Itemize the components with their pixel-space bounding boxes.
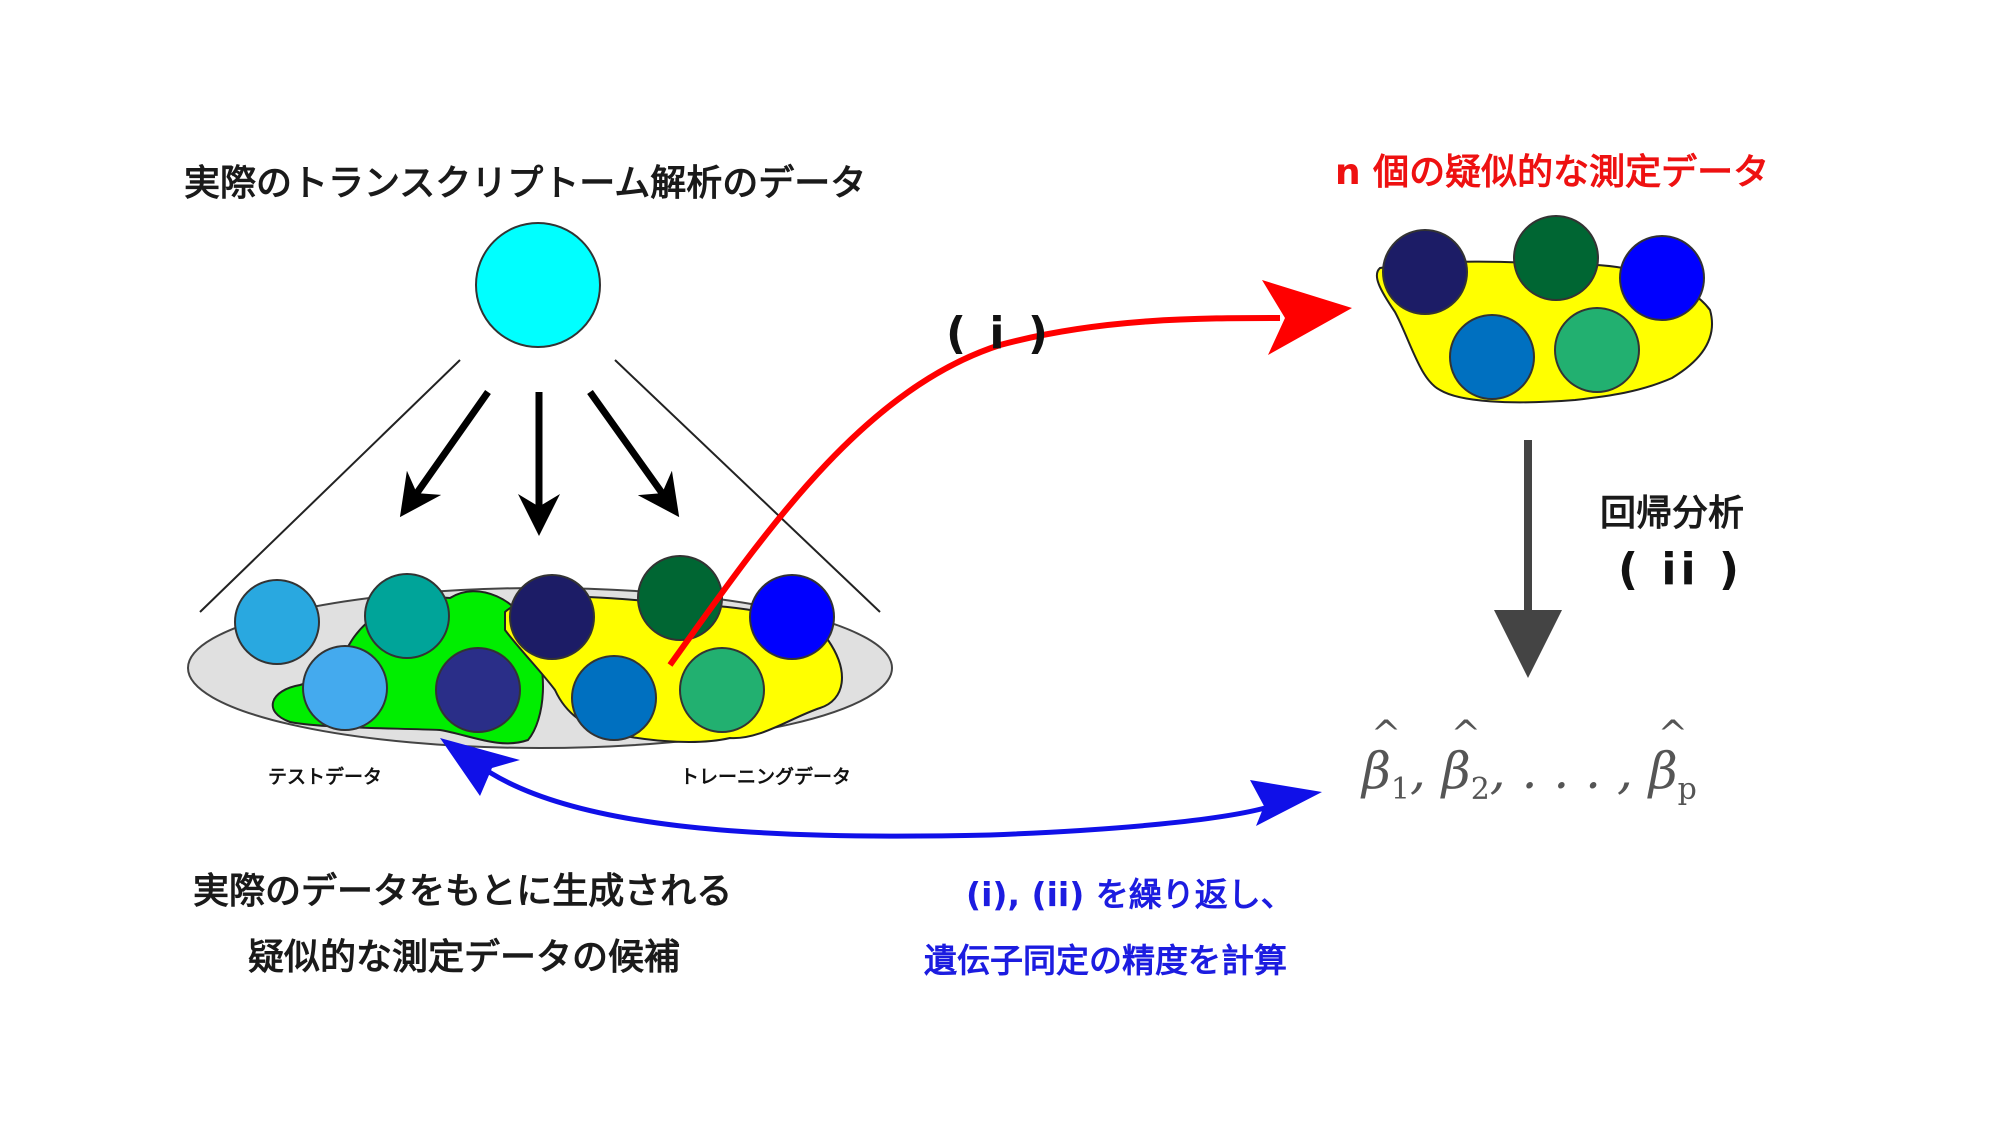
source-data-circle — [475, 222, 601, 348]
step-i-label: ( i ) — [946, 308, 1052, 359]
step-ii-label: ( ii ) — [1618, 544, 1744, 595]
regression-label: 回帰分析 — [1600, 493, 1745, 534]
repeat-caption-line1: (i), (ii) を繰り返し、 — [966, 875, 1294, 914]
repeat-caption-line2: 遺伝子同定の精度を計算 — [924, 941, 1287, 980]
pseudo-ball-darkgreen — [1513, 215, 1599, 301]
training-data-label: トレーニングデータ — [680, 766, 852, 788]
regression-arrow — [1494, 440, 1562, 678]
candidate-caption-line2: 疑似的な測定データの候補 — [248, 937, 681, 978]
sampling-arrow-left — [399, 389, 491, 518]
beta-subscript-2: 2 — [1470, 772, 1490, 807]
cone-line-right — [614, 359, 881, 613]
pseudo-ball-midblue — [1449, 314, 1535, 400]
blue-arrowhead-right — [1250, 780, 1322, 826]
red-arrow-step-i — [667, 315, 1281, 667]
ball-blue — [749, 574, 835, 660]
beta-subscript-p: p — [1677, 772, 1697, 807]
pseudo-ball-seagreen — [1554, 307, 1640, 393]
ball-skyblue — [234, 579, 320, 665]
ball-darkgreen — [637, 555, 723, 641]
pseudo-data-title: n 個の疑似的な測定データ — [1335, 152, 1770, 193]
ball-midblue — [571, 655, 657, 741]
blue-arrowhead-left — [440, 738, 520, 796]
blue-double-arrow — [470, 758, 1266, 839]
cone-line-left — [199, 359, 461, 613]
beta-estimates-formula: β1, β2, . . . , βp — [1362, 714, 1697, 807]
ball-teal — [364, 573, 450, 659]
sampling-arrow-right — [587, 389, 680, 518]
ball-navy — [509, 574, 595, 660]
ball-lightblue — [302, 645, 388, 731]
ball-seagreen — [679, 647, 765, 733]
pseudo-ball-blue — [1619, 235, 1705, 321]
red-arrowhead — [1262, 280, 1352, 355]
real-data-title: 実際のトランスクリプトーム解析のデータ — [184, 163, 867, 204]
ball-indigo — [435, 647, 521, 733]
pseudo-ball-navy — [1382, 229, 1468, 315]
candidate-caption-line1: 実際のデータをもとに生成される — [193, 871, 733, 912]
test-data-label: テストデータ — [268, 766, 383, 788]
beta-subscript-1: 1 — [1390, 772, 1410, 807]
